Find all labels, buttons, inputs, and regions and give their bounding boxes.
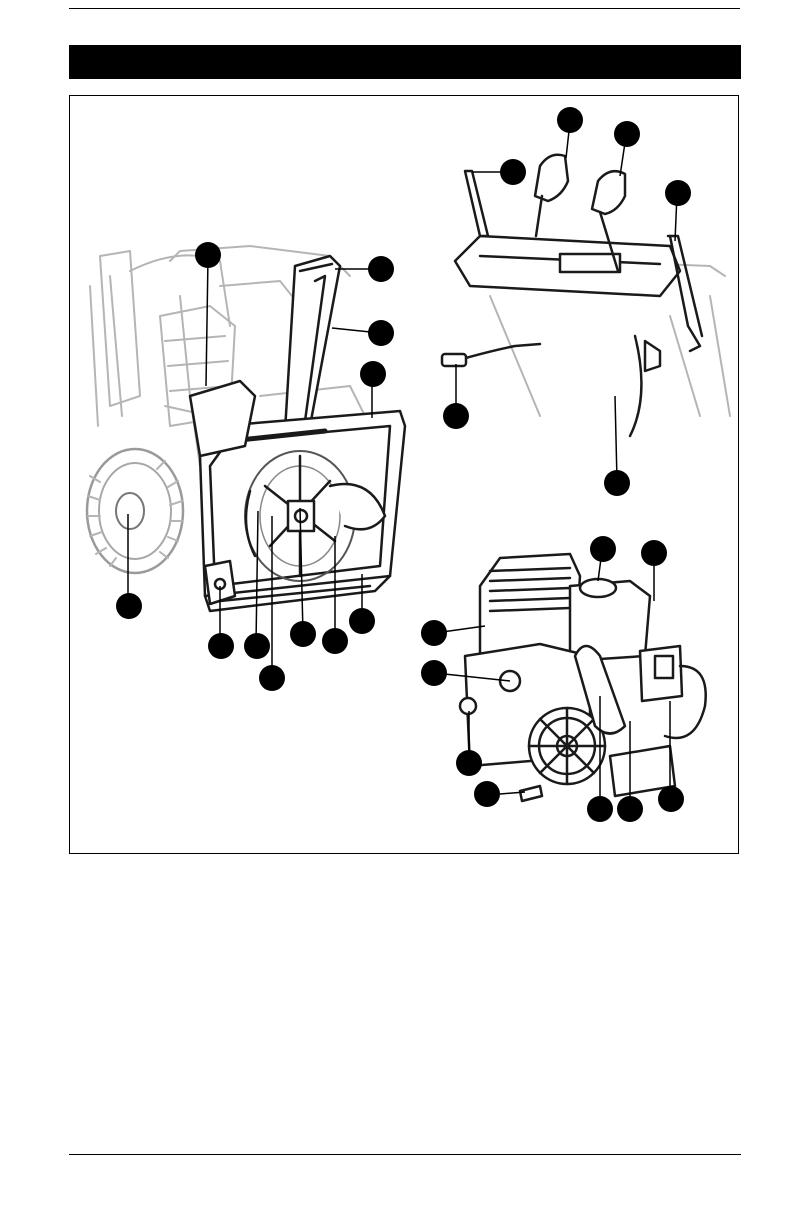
callout-marker: [360, 361, 386, 387]
callout-marker: [557, 107, 583, 133]
callout-marker: [368, 256, 394, 282]
callout-marker: [590, 536, 616, 562]
callout-marker: [116, 593, 142, 619]
callout-marker: [587, 796, 613, 822]
callout-marker: [617, 796, 643, 822]
callout-marker: [421, 660, 447, 686]
callout-marker: [244, 633, 270, 659]
callout-marker: [474, 781, 500, 807]
section-title: [69, 53, 79, 70]
callout-marker: [421, 620, 447, 646]
callout-marker: [658, 786, 684, 812]
callout-marker: [322, 628, 348, 654]
top-rule: [69, 8, 740, 9]
callout-marker: [195, 242, 221, 268]
callout-marker: [500, 159, 526, 185]
callout-marker: [443, 403, 469, 429]
engine-drawing: [460, 554, 706, 801]
callout-marker: [349, 608, 375, 634]
callout-marker: [368, 320, 394, 346]
section-header-bar: [69, 45, 741, 79]
product-illustration: [70, 96, 740, 855]
callout-marker: [208, 633, 234, 659]
callout-marker: [259, 665, 285, 691]
callout-marker: [290, 621, 316, 647]
figure-frame: [69, 95, 739, 854]
callout-marker: [614, 121, 640, 147]
footer-rule: [69, 1154, 741, 1155]
snow-thrower-drawing: [87, 246, 405, 611]
callout-marker: [665, 180, 691, 206]
callout-marker: [641, 540, 667, 566]
callout-marker: [604, 470, 630, 496]
callout-marker: [456, 750, 482, 776]
